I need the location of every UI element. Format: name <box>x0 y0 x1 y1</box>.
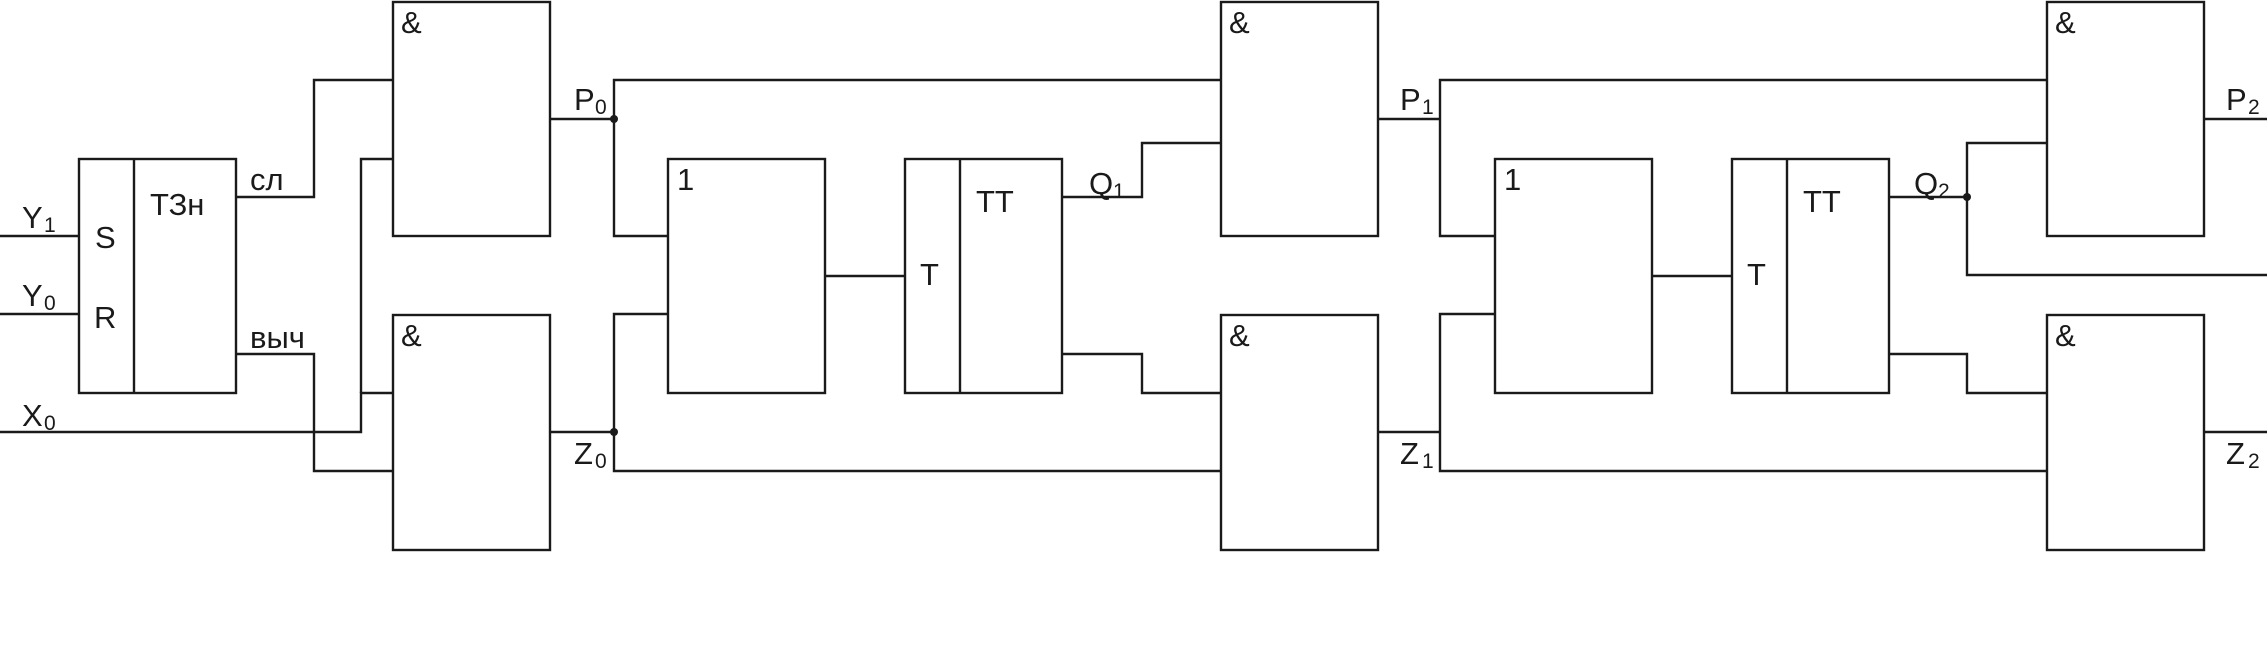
and-gate-z0-symbol: & <box>401 318 422 353</box>
signal-z0-label: Z 0 <box>574 436 607 473</box>
wire-q2-continue <box>1965 197 2267 277</box>
trigger-tz-box <box>77 157 238 395</box>
and-gate-z2: & <box>2045 313 2206 552</box>
wire-q2-to-and-p2 <box>1965 141 2047 197</box>
signal-p2-sub: 2 <box>2248 96 2260 119</box>
trigger-tt-2-name: ТТ <box>1803 184 1841 219</box>
trigger-tz-s-label: S <box>95 220 116 255</box>
wire-nq2 <box>1889 352 2047 395</box>
or-gate-1: 1 <box>666 157 827 395</box>
wire-vych <box>236 352 393 473</box>
stage0-wires <box>550 78 1221 473</box>
signal-q2-sub: 2 <box>1938 180 1950 203</box>
and-gate-z1-symbol: & <box>1229 318 1250 353</box>
trigger-tt-1: T ТТ <box>903 157 1064 395</box>
signal-q1-sub: 1 <box>1113 180 1125 203</box>
and-gate-z1: & <box>1219 313 1380 552</box>
signal-z1-label: Z 1 <box>1400 436 1434 473</box>
and-gate-z0: & <box>391 313 552 552</box>
trigger-tt-1-box <box>903 157 1064 395</box>
and-gate-z2-symbol: & <box>2055 318 2076 353</box>
input-y0-label: Y 0 <box>22 278 56 315</box>
input-wires <box>0 78 393 473</box>
trigger-tz-r-label: R <box>94 300 116 335</box>
wire-z0-to-and-z1 <box>612 432 1221 473</box>
signal-p2-label: P 2 <box>2226 82 2260 119</box>
input-y1-label: Y 1 <box>22 200 56 237</box>
trigger-tt-1-input-label: T <box>920 257 939 292</box>
signal-p1-main: P <box>1400 82 1421 117</box>
signal-q2-label: Q 2 <box>1914 166 1950 203</box>
signal-z1-sub: 1 <box>1422 450 1434 473</box>
junction-z0 <box>610 428 618 436</box>
signal-p0-main: P <box>574 82 595 117</box>
trigger-tt-2-input-label: T <box>1747 257 1766 292</box>
signal-z0-sub: 0 <box>595 450 607 473</box>
trigger-tz-name: ТЗн <box>150 187 204 222</box>
signal-p2-main: P <box>2226 82 2247 117</box>
and-gate-p1-symbol: & <box>1229 5 1250 40</box>
input-y0-sub: 0 <box>44 292 56 315</box>
signal-q1-main: Q <box>1089 166 1113 201</box>
trigger-tt-2: T ТТ <box>1730 157 1891 395</box>
input-y0-main: Y <box>22 278 43 313</box>
and-gate-p0-symbol: & <box>401 5 422 40</box>
signal-z1-main: Z <box>1400 436 1419 471</box>
wire-z0-to-or1 <box>612 312 668 432</box>
signal-z0-main: Z <box>574 436 593 471</box>
and-gate-p2: & <box>2045 0 2206 238</box>
trigger-tt-2-box <box>1730 157 1891 395</box>
signal-z2-sub: 2 <box>2248 450 2260 473</box>
wire-p0-to-or1 <box>612 119 668 238</box>
wire-nq1 <box>1062 352 1221 395</box>
input-x0-main: X <box>22 398 43 433</box>
wire-x0-upper <box>359 157 393 393</box>
and-gate-p2-symbol: & <box>2055 5 2076 40</box>
or-gate-1-symbol: 1 <box>677 162 694 197</box>
and-gate-p0: & <box>391 0 552 238</box>
signal-z2-main: Z <box>2226 436 2245 471</box>
stage2-wires <box>1889 141 2267 395</box>
signal-z2-label: Z 2 <box>2226 436 2260 473</box>
wire-z1-to-and-z2 <box>1438 432 2047 473</box>
wire-q1 <box>1062 141 1221 199</box>
input-x0-label: X 0 <box>22 398 56 435</box>
signal-q2-main: Q <box>1914 166 1938 201</box>
trigger-tt-1-name: ТТ <box>976 184 1014 219</box>
signal-p0-label: P 0 <box>574 82 607 119</box>
junction-p0 <box>610 115 618 123</box>
and-gate-p1: & <box>1219 0 1380 238</box>
wire-x0-lower <box>0 391 393 434</box>
trigger-tz: ТЗн S R сл выч <box>77 157 305 395</box>
signal-p0-sub: 0 <box>595 96 607 119</box>
input-y1-sub: 1 <box>44 214 56 237</box>
stage1-wires <box>1378 78 2047 473</box>
trigger-tz-out-top-label: сл <box>250 162 284 197</box>
wire-z1-to-or2 <box>1438 312 1495 432</box>
wire-sl <box>236 78 393 199</box>
junction-q2 <box>1963 193 1971 201</box>
signal-p1-label: P 1 <box>1400 82 1434 119</box>
input-x0-sub: 0 <box>44 412 56 435</box>
trigger-tz-out-bottom-label: выч <box>250 320 305 355</box>
or-gate-2: 1 <box>1493 157 1654 395</box>
wire-p1-to-and-p2 <box>1438 78 2047 119</box>
wire-p0-to-and-p1 <box>612 78 1221 119</box>
signal-p1-sub: 1 <box>1422 96 1434 119</box>
wire-p1-to-or2 <box>1438 119 1495 238</box>
input-y1-main: Y <box>22 200 43 235</box>
signal-q1-label: Q 1 <box>1089 166 1125 203</box>
or-gate-2-symbol: 1 <box>1504 162 1521 197</box>
